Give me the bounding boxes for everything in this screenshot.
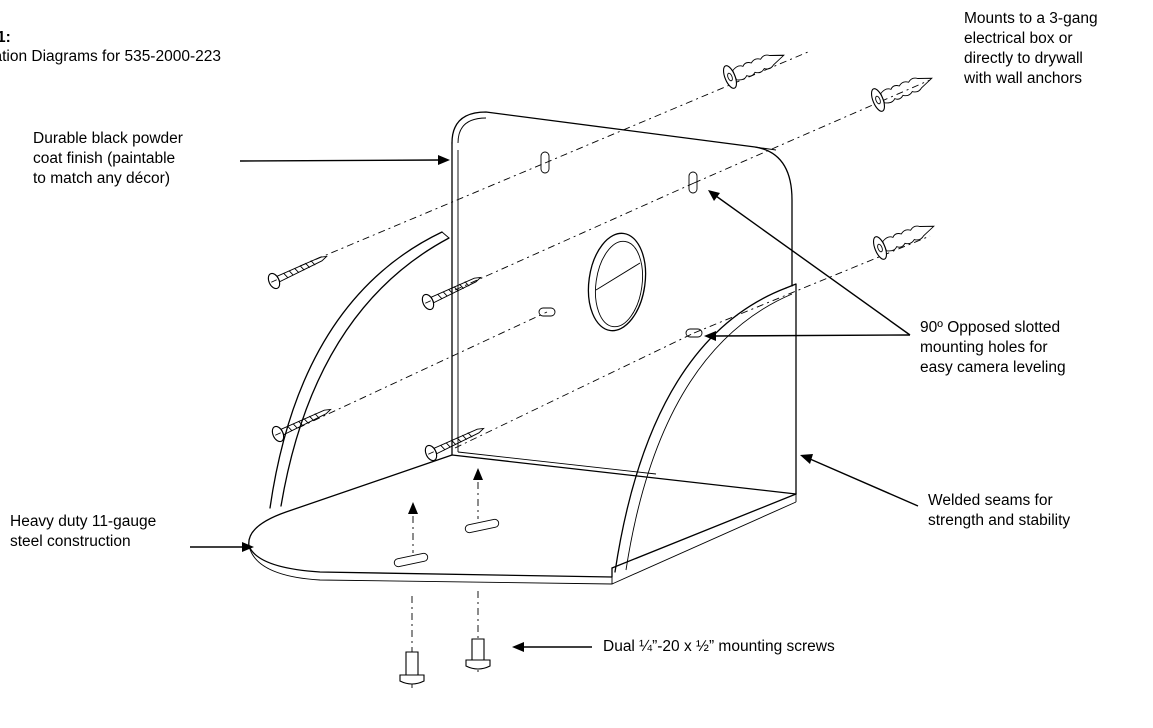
callout-heavy-duty: Heavy duty 11-gauge steel construction xyxy=(10,512,156,552)
mounting-screws xyxy=(399,638,491,685)
back-plate xyxy=(451,111,793,456)
callout-line: coat finish (paintable xyxy=(33,150,176,167)
right-gusset xyxy=(614,283,797,573)
leader-lines xyxy=(190,155,919,652)
callout-line: steel construction xyxy=(10,533,131,550)
left-gusset xyxy=(269,231,450,509)
figure-caption: re 1: allation Diagrams for 535-2000-223 xyxy=(0,28,221,66)
callout-line: mounting holes for xyxy=(920,339,1048,356)
callout-line: Durable black powder xyxy=(33,130,183,147)
callout-opposed-slots: 90º Opposed slotted mounting holes for e… xyxy=(920,318,1066,378)
callout-line: strength and stability xyxy=(928,512,1071,529)
base-up-arrows xyxy=(408,468,483,514)
callout-line: Heavy duty 11-gauge xyxy=(10,513,157,530)
callout-line: Mounts to a 3-gang xyxy=(964,10,1098,27)
callout-mounts: Mounts to a 3-gang electrical box or dir… xyxy=(964,9,1098,89)
alignment-lines xyxy=(297,51,931,690)
callout-line: 90º Opposed slotted xyxy=(920,319,1061,336)
callout-line: Welded seams for xyxy=(928,492,1053,509)
figure-title: allation Diagrams for 535-2000-223 xyxy=(0,48,221,65)
callout-durable-finish: Durable black powder coat finish (painta… xyxy=(33,129,183,189)
base-plate xyxy=(248,451,797,585)
figure-number: re 1: xyxy=(0,29,11,46)
callout-line: Dual ¼”-20 x ½” mounting screws xyxy=(603,638,835,655)
callout-line: electrical box or xyxy=(964,30,1073,47)
callout-mounting-screws: Dual ¼”-20 x ½” mounting screws xyxy=(603,637,835,657)
callout-line: directly to drywall xyxy=(964,50,1083,67)
callout-line: with wall anchors xyxy=(964,70,1083,87)
wall-anchors xyxy=(722,54,935,260)
callout-welded-seams: Welded seams for strength and stability xyxy=(928,491,1070,531)
wood-screws xyxy=(267,255,485,462)
callout-line: easy camera leveling xyxy=(920,359,1066,376)
callout-line: to match any décor) xyxy=(33,170,170,187)
